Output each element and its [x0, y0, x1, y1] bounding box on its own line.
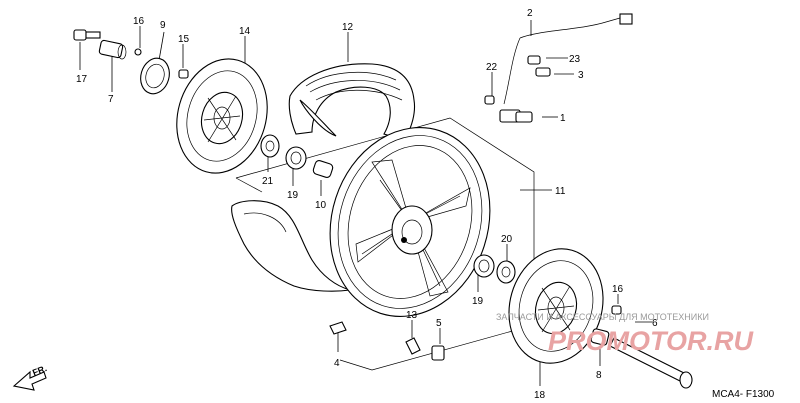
- part-label: 19: [287, 190, 299, 201]
- bearing-19-right: [473, 254, 495, 278]
- front-direction-arrow: FR.: [12, 363, 48, 391]
- part-label: 6: [652, 318, 658, 329]
- gear-ring-9: [140, 57, 170, 95]
- part-label: 1: [560, 113, 566, 124]
- part-label: 12: [342, 22, 354, 33]
- part-label: 9: [160, 20, 166, 31]
- part-label: 2: [527, 8, 533, 19]
- collar-7: [98, 39, 127, 60]
- brake-disc-right: [508, 248, 604, 364]
- collar-8: [590, 328, 610, 346]
- valve-13: [405, 337, 421, 355]
- part-label: 22: [486, 62, 498, 73]
- clamp-23: [527, 55, 541, 65]
- bearing-21: [260, 134, 280, 158]
- part-label: 21: [262, 176, 274, 187]
- part-label: 16: [133, 16, 145, 27]
- bolt-16-bottom: [611, 305, 622, 315]
- part-label: 15: [178, 34, 190, 45]
- part-labels: 17 7 16 9 15 14 12 2 23 3 1 22 21 19 10 …: [76, 8, 658, 401]
- part-label: 5: [436, 318, 442, 329]
- bolt-16-top: [178, 69, 189, 79]
- part-label: 16: [612, 284, 624, 295]
- part-label: 13: [406, 310, 418, 321]
- axle-6: [609, 337, 693, 389]
- part-label: 17: [76, 74, 88, 85]
- watermark: ЗАПЧАСТИ И АКСЕССУАРЫ ДЛЯ МОТОТЕХНИКИ PR…: [496, 312, 755, 356]
- part-label: 14: [239, 26, 251, 37]
- bearing-19-left: [285, 146, 307, 170]
- diagram-code: MCA4- F1300: [712, 389, 775, 400]
- clip-4: [329, 321, 347, 335]
- part-label: 23: [569, 54, 581, 65]
- sensor-2: [499, 13, 633, 123]
- watermark-caption: ЗАПЧАСТИ И АКСЕССУАРЫ ДЛЯ МОТОТЕХНИКИ: [496, 312, 709, 322]
- clamp-3: [535, 67, 551, 77]
- sensor-bracket-1: [515, 111, 533, 123]
- part-label: 11: [555, 186, 566, 197]
- bolt-22: [484, 95, 495, 105]
- valve-cap-5: [431, 345, 445, 361]
- part-label: 8: [596, 370, 602, 381]
- watermark-brand: PROMOTOR.RU: [548, 326, 755, 356]
- part-label: 10: [315, 200, 327, 211]
- brake-disc-left: [176, 58, 268, 174]
- part-label: 19: [472, 296, 484, 307]
- seal-20: [496, 260, 516, 284]
- tire: [231, 63, 416, 292]
- washer-17: [134, 48, 142, 56]
- part-label: 20: [501, 234, 513, 245]
- part-label: 18: [534, 390, 546, 401]
- leader-lines: [79, 20, 652, 386]
- spacer-10: [312, 160, 334, 178]
- part-label: 4: [334, 358, 340, 369]
- bolt-18: [73, 29, 101, 41]
- rim: [329, 127, 491, 317]
- part-label: 7: [108, 94, 114, 105]
- part-label: 3: [578, 70, 584, 81]
